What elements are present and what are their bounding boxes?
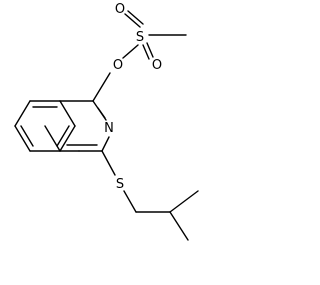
bond-benzo-inner-c	[56, 125, 70, 147]
bond-c7-c6	[14, 125, 31, 152]
chemical-structure-diagram: S O O O N S	[14, 2, 199, 241]
bond-n-c3	[101, 136, 110, 152]
atom-sulfonyl-s: S	[136, 30, 144, 45]
bond-s-o-ester	[122, 44, 139, 59]
bond-c8-c7	[14, 100, 31, 127]
bond-ch-me-up	[169, 190, 199, 213]
bond-s-o-top-a	[124, 13, 141, 28]
bond-s-ch2	[123, 190, 137, 213]
bond-c1-n-inner	[97, 107, 106, 119]
atom-nitrogen: N	[104, 121, 114, 136]
bond-o-c1	[92, 72, 111, 102]
bond-s-o-right-b	[146, 42, 154, 58]
bond-ch-me-down	[169, 211, 189, 241]
bond-benzo-inner-b	[20, 125, 34, 147]
bond-c4a-c8a	[44, 125, 61, 152]
atom-oxygen-right: O	[152, 58, 162, 73]
bond-c4a-c4	[59, 125, 76, 152]
bond-c8a-c4a	[59, 100, 76, 127]
atom-thio-s: S	[116, 177, 124, 192]
bond-s-o-top-b	[127, 10, 144, 25]
atom-oxygen-top: O	[115, 2, 125, 17]
bond-c3-s	[101, 150, 116, 176]
bond-s-o-right-a	[142, 44, 150, 60]
atom-oxygen-ester: O	[113, 58, 123, 73]
